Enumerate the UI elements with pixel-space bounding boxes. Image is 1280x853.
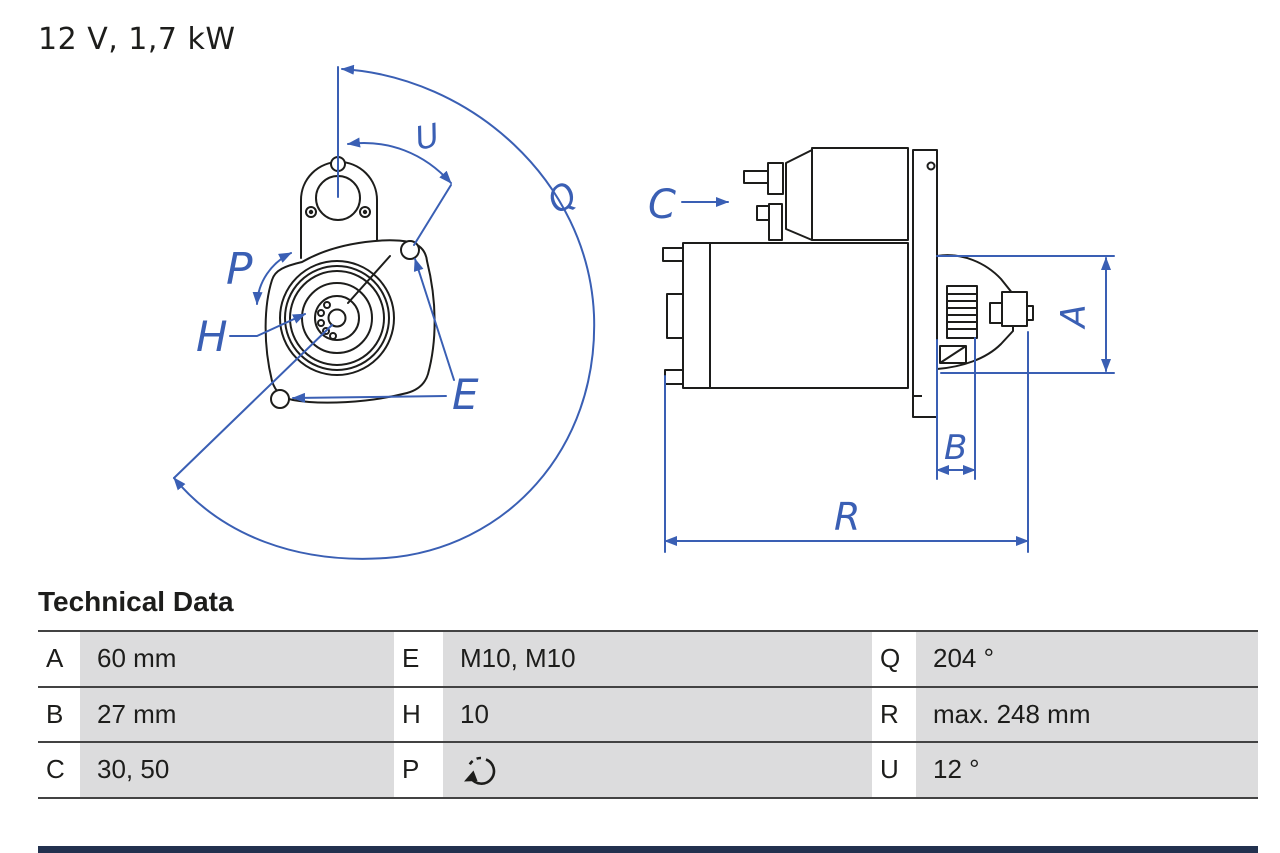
value-cell-b: 27 mm — [80, 687, 394, 742]
label-r: R — [834, 495, 860, 539]
value-cell-u: 12 ° — [916, 743, 1258, 797]
value-cell-p — [443, 743, 872, 797]
mounting-plate — [912, 149, 938, 418]
value-cell-h: 10 — [443, 687, 872, 742]
table-row: B 27 mm H 10 R max. 248 mm — [38, 687, 1258, 744]
dimension-arc-u — [347, 137, 452, 184]
bottom-brand-bar — [38, 846, 1258, 853]
key-cell-u: U — [872, 743, 916, 797]
label-e: E — [452, 370, 479, 419]
dimension-arc-q — [173, 64, 596, 560]
key-cell-a: A — [38, 632, 80, 686]
radial-line-q — [173, 324, 333, 479]
value-cell-a: 60 mm — [80, 632, 394, 686]
value-cell-c: 30, 50 — [80, 743, 394, 797]
key-cell-b: B — [38, 687, 80, 742]
terminal-bolt-upper — [743, 170, 771, 184]
key-cell-e: E — [394, 632, 443, 686]
solenoid-body — [811, 147, 909, 241]
leader-line-h — [229, 313, 306, 337]
rotation-direction-icon — [464, 756, 496, 785]
shaft-end — [1001, 291, 1028, 327]
technical-drawings: U Q P H E — [173, 64, 1115, 560]
product-spec-title: 12 V, 1,7 kW — [38, 22, 236, 57]
key-cell-c: C — [38, 743, 80, 797]
label-h: H — [196, 312, 228, 361]
value-cell-q: 204 ° — [916, 632, 1258, 686]
label-p: P — [226, 244, 253, 295]
bolt-hole-bottom-left — [270, 389, 290, 409]
label-a: A — [1054, 304, 1094, 329]
leader-line-e1 — [413, 258, 455, 381]
motor-body — [682, 242, 909, 389]
key-cell-q: Q — [872, 632, 916, 686]
technical-data-heading: Technical Data — [38, 586, 234, 617]
solenoid-cap — [785, 149, 813, 241]
side-view-dimensions: C A B R — [648, 182, 1115, 553]
label-b: B — [944, 428, 967, 468]
key-cell-p: P — [394, 743, 443, 797]
value-cell-e: M10, M10 — [443, 632, 872, 686]
technical-data-table: A 60 mm E M10, M10 Q 204 ° B 27 mm H 10 … — [38, 630, 1258, 799]
leader-line-e2 — [292, 392, 447, 403]
side-view-drawing — [662, 147, 1034, 418]
bolt-hole-top-right — [400, 240, 420, 260]
label-u: U — [412, 116, 443, 158]
spline-hub — [314, 295, 360, 341]
table-row: C 30, 50 P U 12 ° — [38, 743, 1258, 799]
leader-line-u — [413, 184, 452, 246]
table-row: A 60 mm E M10, M10 Q 204 ° — [38, 632, 1258, 688]
rotation-arrow-p — [252, 252, 292, 305]
value-cell-r: max. 248 mm — [916, 687, 1258, 742]
key-cell-r: R — [872, 687, 916, 742]
key-cell-h: H — [394, 687, 443, 742]
label-c: C — [648, 182, 676, 228]
front-view-drawing — [264, 156, 436, 409]
